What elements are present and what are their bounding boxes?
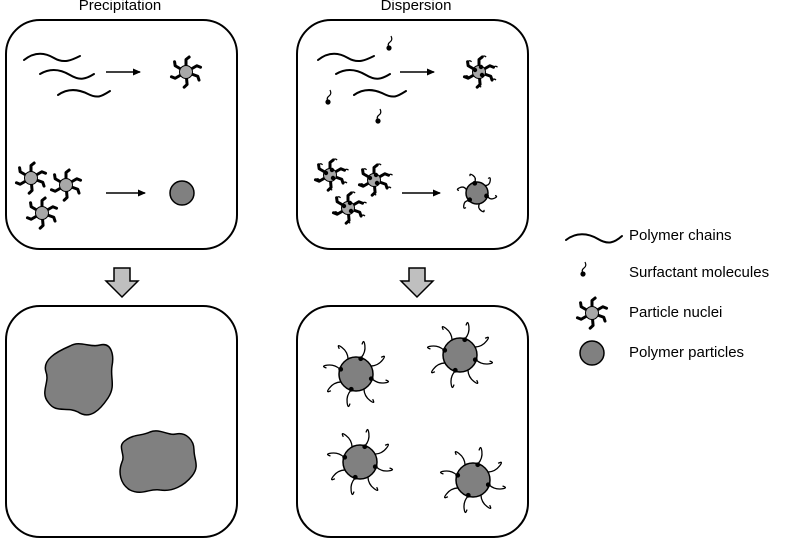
down-arrow-disp — [399, 267, 435, 299]
panel-precip-bottom — [5, 305, 238, 538]
nucleus-disp-b — [357, 163, 393, 197]
legend-particle-icon — [579, 340, 605, 366]
nucleus-precip-a — [14, 161, 48, 195]
legend-nuclei: Particle nuclei — [629, 304, 723, 321]
aggregate-1 — [44, 342, 114, 416]
legend-surfactant: Surfactant molecules — [629, 264, 770, 281]
stabilized-particle-2 — [426, 321, 494, 389]
legend-particles: Polymer particles — [629, 344, 745, 361]
legend-nucleus-icon — [575, 296, 609, 330]
panel-disp-bottom — [296, 305, 529, 538]
stabilized-particle-4 — [439, 446, 507, 514]
title-dispersion: Dispersion — [380, 0, 452, 14]
legend-polymer-chains: Polymer chains — [629, 227, 732, 244]
nucleus-precip-c — [25, 196, 59, 230]
aggregate-2 — [119, 430, 197, 493]
legend-surfactant-icon — [580, 261, 587, 277]
polymer-chains-precip — [23, 52, 111, 98]
nucleus-disp-product — [462, 55, 498, 89]
stabilized-particle-1 — [322, 340, 390, 408]
nucleus-disp-a — [313, 158, 349, 192]
stabilized-particle-3 — [326, 428, 394, 496]
nucleus-disp-c — [331, 191, 367, 225]
polymer-chains-disp — [317, 52, 407, 98]
particle-disp-product-small — [456, 173, 498, 213]
particle-precip-product — [169, 180, 195, 206]
surfactant-disp-1 — [386, 35, 393, 51]
legend-chain-icon — [565, 233, 623, 244]
nucleus-precip-b — [49, 168, 83, 202]
title-precipitation: Precipitation — [78, 0, 162, 14]
surfactant-disp-2 — [325, 89, 332, 105]
surfactant-disp-3 — [375, 108, 382, 124]
down-arrow-precip — [104, 267, 140, 299]
nucleus-precip-product — [169, 55, 203, 89]
